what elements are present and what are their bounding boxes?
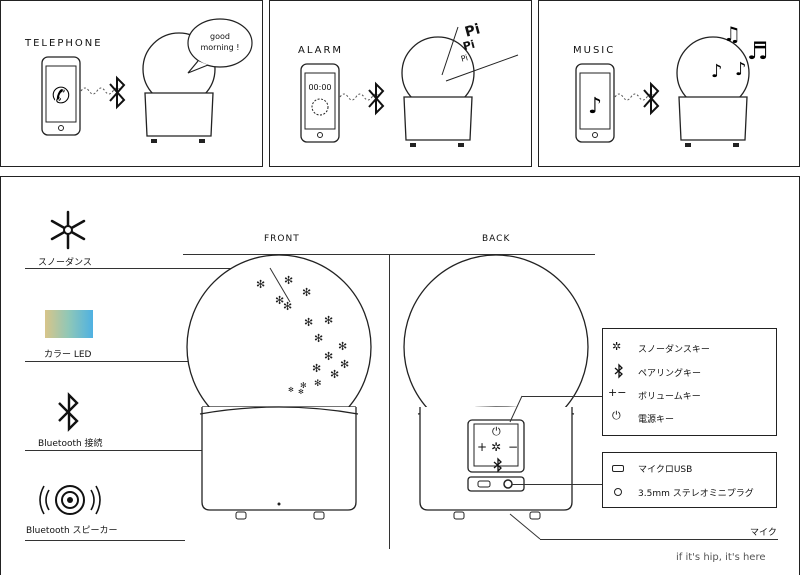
feature-divider-bluetooth: [25, 450, 285, 451]
snow-globe-device: [401, 26, 519, 147]
leader-keys: [522, 396, 602, 397]
power-key-label: 電源キー: [638, 415, 675, 425]
back-view-title: BACK: [482, 234, 511, 244]
svg-text:✻: ✻: [338, 340, 347, 353]
svg-text:♪: ♪: [588, 94, 602, 119]
svg-text:✆: ✆: [52, 84, 70, 109]
feature-snow-dance-label: スノーダンス: [38, 258, 92, 268]
svg-text:✻: ✻: [288, 386, 294, 394]
svg-text:✻: ✻: [340, 358, 349, 371]
mic-label: マイク: [750, 528, 777, 538]
svg-text:✻: ✻: [304, 316, 313, 329]
svg-text:✻: ✻: [314, 379, 322, 389]
leader-mic: [509, 513, 541, 540]
leader-keys-diagonal: [509, 395, 523, 423]
pairing-key-icon[interactable]: [493, 457, 503, 473]
led-color-swatch: [45, 310, 93, 338]
feature-divider-led: [25, 361, 205, 362]
leader-snow-line: [269, 267, 291, 303]
bluetooth-icon: [368, 81, 385, 116]
phone-cable: [614, 93, 656, 101]
power-key-icon[interactable]: ⏻: [492, 425, 501, 438]
alarm-clock-readout: 00:00: [308, 83, 332, 92]
front-globe-device: ✻✻✻ ✻✻ ✻✻ ✻✻ ✻✻ ✻✻ ✻✻ ✻✻: [186, 254, 372, 520]
mic-rule: [540, 539, 778, 540]
bluetooth-icon: [109, 75, 126, 110]
music-title: MUSIC: [573, 45, 616, 56]
svg-text:✻: ✻: [298, 388, 304, 396]
feature-divider-snow: [25, 268, 285, 269]
smartphone-icon: ♪: [575, 63, 615, 143]
svg-text:♫: ♫: [723, 22, 741, 46]
svg-text:✻: ✻: [330, 368, 339, 381]
music-panel: MUSIC ♪ ♫ ♬ ♪ ♪: [538, 0, 800, 167]
pairing-key-symbol: [614, 363, 623, 379]
svg-text:✻: ✻: [314, 332, 323, 345]
feature-color-led-label: カラー LED: [44, 350, 92, 360]
speech-bubble: [187, 18, 253, 74]
alarm-title: ALARM: [298, 45, 344, 56]
alarm-panel: ALARM 00:00 Pi Pi Pi: [269, 0, 532, 167]
phone-cable: [339, 93, 381, 101]
product-diagram-panel: [0, 176, 800, 575]
speaker-icon: [39, 485, 101, 515]
key-legend-box: [602, 328, 777, 436]
smartphone-icon: ✆: [41, 56, 81, 136]
snowflake-icon: [50, 210, 86, 250]
svg-text:♬: ♬: [747, 37, 769, 65]
telephone-panel: TELEPHONE ✆ good morning !: [0, 0, 263, 167]
volume-key-symbol: +−: [608, 386, 627, 399]
back-globe-device: [403, 254, 589, 520]
svg-text:♪: ♪: [711, 61, 723, 82]
snow-dance-key-symbol: ✲: [612, 340, 622, 353]
snow-dance-key-icon[interactable]: ✲: [491, 440, 502, 454]
svg-text:✻: ✻: [300, 381, 307, 390]
micro-usb-port-symbol: [612, 465, 624, 472]
pairing-key-label: ペアリングキー: [638, 369, 702, 379]
music-notes-icon: ♫ ♬ ♪ ♪: [711, 22, 769, 82]
svg-text:✻: ✻: [324, 350, 333, 363]
svg-text:✻: ✻: [312, 362, 321, 375]
port-legend-box: [602, 452, 777, 508]
svg-text:✻: ✻: [284, 274, 293, 287]
stereo-jack-symbol: [614, 488, 622, 496]
snow-globe-device: [676, 36, 750, 147]
front-view-title: FRONT: [264, 234, 300, 244]
bluetooth-icon: [58, 392, 79, 432]
source-credit: if it's hip, it's here: [676, 552, 766, 563]
front-back-divider: [389, 254, 390, 549]
volume-down-key-icon[interactable]: −: [508, 440, 519, 454]
smartphone-icon: [300, 63, 340, 143]
svg-text:✻: ✻: [275, 294, 284, 307]
feature-divider-speaker: [25, 540, 185, 541]
power-key-symbol: ⏻: [612, 409, 621, 422]
speech-bubble-text: good morning !: [200, 32, 240, 52]
volume-up-key-icon[interactable]: +: [477, 440, 488, 454]
micro-usb-label: マイクロUSB: [638, 465, 693, 475]
svg-text:♪: ♪: [735, 59, 747, 80]
svg-text:✻: ✻: [256, 278, 265, 291]
svg-text:✻: ✻: [283, 300, 292, 313]
bluetooth-icon: [643, 81, 660, 116]
feature-speaker-label: Bluetooth スピーカー: [26, 526, 118, 536]
svg-text:✻: ✻: [302, 286, 311, 299]
volume-key-label: ボリュームキー: [638, 392, 701, 402]
snow-dance-key-label: スノーダンスキー: [638, 345, 710, 355]
phone-cable: [80, 87, 122, 95]
stereo-jack-label: 3.5mm ステレオミニプラグ: [638, 489, 754, 499]
leader-ports: [512, 484, 602, 485]
telephone-title: TELEPHONE: [25, 38, 103, 49]
feature-bluetooth-label: Bluetooth 接続: [38, 439, 103, 449]
svg-text:✻: ✻: [324, 314, 333, 327]
